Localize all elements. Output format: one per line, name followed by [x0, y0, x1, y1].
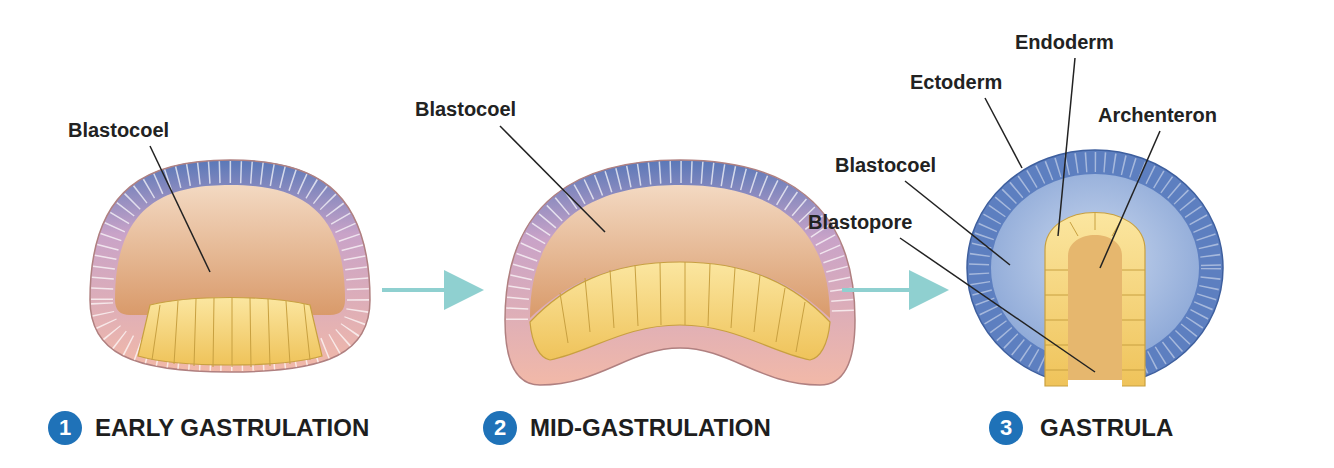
structure-label: Archenteron [1098, 103, 1217, 127]
leader-line [1100, 131, 1160, 268]
endoderm-layer [1045, 213, 1145, 387]
step-number-circle: 3 [989, 411, 1023, 445]
leader-line [985, 98, 1022, 168]
step-number: 1 [59, 415, 71, 441]
structure-label: Blastopore [808, 210, 912, 234]
stage-arrow [842, 288, 941, 292]
structure-label: Endoderm [1015, 30, 1114, 54]
embryo-wall [505, 160, 855, 385]
step-number: 3 [1000, 415, 1012, 441]
step-number-circle: 1 [48, 411, 82, 445]
structure-label: Blastocoel [68, 118, 169, 142]
stage-caption: MID-GASTRULATION [530, 413, 771, 443]
structure-label: Ectoderm [910, 70, 1002, 94]
blastopore-opening [1068, 380, 1122, 390]
endoderm-plate [138, 298, 322, 366]
endoderm-plate [530, 262, 830, 360]
stage-caption: GASTRULA [1040, 413, 1173, 443]
structure-label: Blastocoel [835, 153, 936, 177]
leader-line [500, 126, 605, 232]
embryo-wall [90, 160, 370, 372]
cell-boundaries [560, 262, 805, 352]
step-number-circle: 2 [483, 411, 517, 445]
cell-boundaries [152, 298, 310, 367]
step-number: 2 [494, 415, 506, 441]
stage-caption: EARLY GASTRULATION [95, 413, 369, 443]
blastocoel-cavity [115, 185, 345, 315]
cell-boundaries [1045, 212, 1145, 370]
leader-line [900, 238, 1095, 372]
ectoderm-layer [967, 150, 1223, 386]
archenteron-cavity [1068, 235, 1122, 386]
leader-line [1058, 58, 1075, 236]
structure-label: Blastocoel [415, 97, 516, 121]
stage-arrow [382, 288, 476, 292]
leader-line [150, 146, 210, 272]
